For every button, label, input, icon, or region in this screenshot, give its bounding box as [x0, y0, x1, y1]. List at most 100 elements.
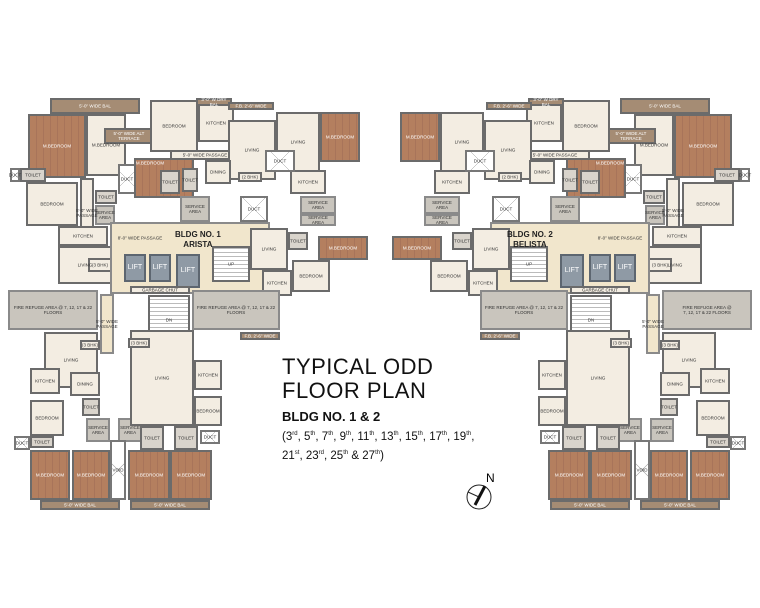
plan-title-block: TYPICAL ODD FLOOR PLAN BLDG NO. 1 & 2 (3…	[282, 355, 542, 464]
room-m-bedroom	[674, 114, 732, 178]
room-fb	[480, 332, 520, 340]
room-kitchen	[434, 170, 470, 194]
floor-item: 13th	[380, 430, 399, 443]
room-m-bedroom	[400, 112, 440, 162]
room-bal	[620, 98, 710, 114]
room-dining	[70, 372, 100, 396]
room-service	[424, 196, 460, 214]
room-m-bedroom	[320, 112, 360, 162]
room-kitchen	[30, 368, 60, 394]
room-service	[645, 205, 665, 225]
room-toilet	[174, 426, 198, 450]
room-m-bedroom	[548, 450, 590, 500]
room-void	[110, 440, 126, 500]
north-compass-icon: N	[462, 471, 502, 515]
room-m-bedroom	[128, 450, 170, 500]
room-service	[95, 205, 115, 225]
room-living	[472, 228, 510, 270]
floor-item: 27th	[362, 449, 381, 462]
room-toilet	[660, 398, 678, 416]
building-1-label: BLDG NO. 1 ARISTA	[175, 230, 221, 250]
room-duct	[10, 168, 20, 182]
room-lift	[124, 254, 146, 282]
room-fb	[228, 102, 274, 110]
room-toilet	[95, 190, 117, 204]
room-duct	[624, 164, 642, 194]
room-bedroom	[682, 182, 734, 226]
room-toilet	[140, 426, 164, 450]
room-kitchen	[700, 368, 730, 394]
room-toilet	[580, 170, 600, 194]
room-bedroom	[430, 260, 468, 292]
north-label: N	[486, 471, 495, 485]
room-terrace	[104, 128, 154, 144]
room-m-bedroom	[690, 450, 730, 500]
room-toilet	[706, 436, 730, 448]
room-kitchen	[290, 170, 326, 194]
room-toilet	[562, 426, 586, 450]
room-toilet	[20, 168, 46, 182]
room-duct	[265, 150, 295, 172]
floor-item: 17th	[429, 430, 447, 443]
room-living	[250, 228, 288, 270]
room-lift	[176, 254, 200, 288]
room-bedroom	[30, 400, 64, 436]
floor-item: 11th	[357, 430, 375, 443]
room-fire	[480, 290, 568, 330]
room-bhk3	[610, 338, 632, 348]
floors-list: (3rd, 5th, 7th, 9th, 11th, 13th, 15th, 1…	[282, 430, 475, 462]
room-toilet	[596, 426, 620, 450]
room-m-bedroom	[30, 450, 70, 500]
room-m-bedroom	[28, 114, 86, 178]
room-bedroom	[292, 260, 330, 292]
room-service	[550, 196, 580, 222]
room-bedroom	[562, 100, 610, 152]
room-up	[510, 246, 548, 282]
room-lift	[560, 254, 584, 288]
room-up	[212, 246, 250, 282]
floor-item: 9th	[339, 430, 352, 443]
title-line-1: TYPICAL ODD	[282, 354, 434, 379]
room-fire	[662, 290, 752, 330]
room-m-bedroom	[86, 114, 126, 176]
room-bedroom	[194, 396, 222, 426]
room-kitchen	[652, 226, 702, 246]
room-duct	[730, 436, 746, 450]
room-passage5	[646, 294, 660, 354]
room-garbage	[570, 286, 630, 294]
room-m-bedroom	[392, 236, 442, 260]
room-kitchen	[194, 360, 222, 390]
room-bedroom	[696, 400, 730, 436]
floor-item: 19th	[453, 430, 472, 443]
room-bal	[130, 500, 210, 510]
floor-item: 3rd	[285, 430, 298, 443]
room-dry-bal	[528, 98, 564, 106]
room-terrace	[606, 128, 656, 144]
room-bedroom	[26, 182, 78, 226]
title-line-2: FLOOR PLAN	[282, 378, 427, 403]
building-1-name: BLDG NO. 1	[175, 230, 221, 239]
room-duct	[492, 196, 520, 222]
room-duct	[540, 430, 560, 444]
room-lift	[149, 254, 171, 282]
room-dry-bal	[196, 98, 232, 106]
room-toilet	[562, 168, 578, 192]
room-toilet	[288, 232, 308, 250]
room-bhk3	[80, 340, 100, 350]
room-bal	[50, 98, 140, 114]
room-toilet	[30, 436, 54, 448]
room-bal	[550, 500, 630, 510]
building-1-sub: ARISTA	[183, 240, 213, 249]
floor-item: 5th	[303, 430, 316, 443]
room-bhk3	[88, 258, 112, 272]
room-garbage	[130, 286, 190, 294]
room-toilet	[452, 232, 472, 250]
buildings-subtitle: BLDG NO. 1 & 2	[282, 409, 381, 424]
room-dining	[205, 160, 231, 184]
room-bal	[640, 500, 720, 510]
room-service	[86, 418, 110, 442]
room-fb	[486, 102, 532, 110]
room-bal	[40, 500, 120, 510]
room-dining	[529, 160, 555, 184]
floor-item: 25th	[330, 449, 349, 462]
